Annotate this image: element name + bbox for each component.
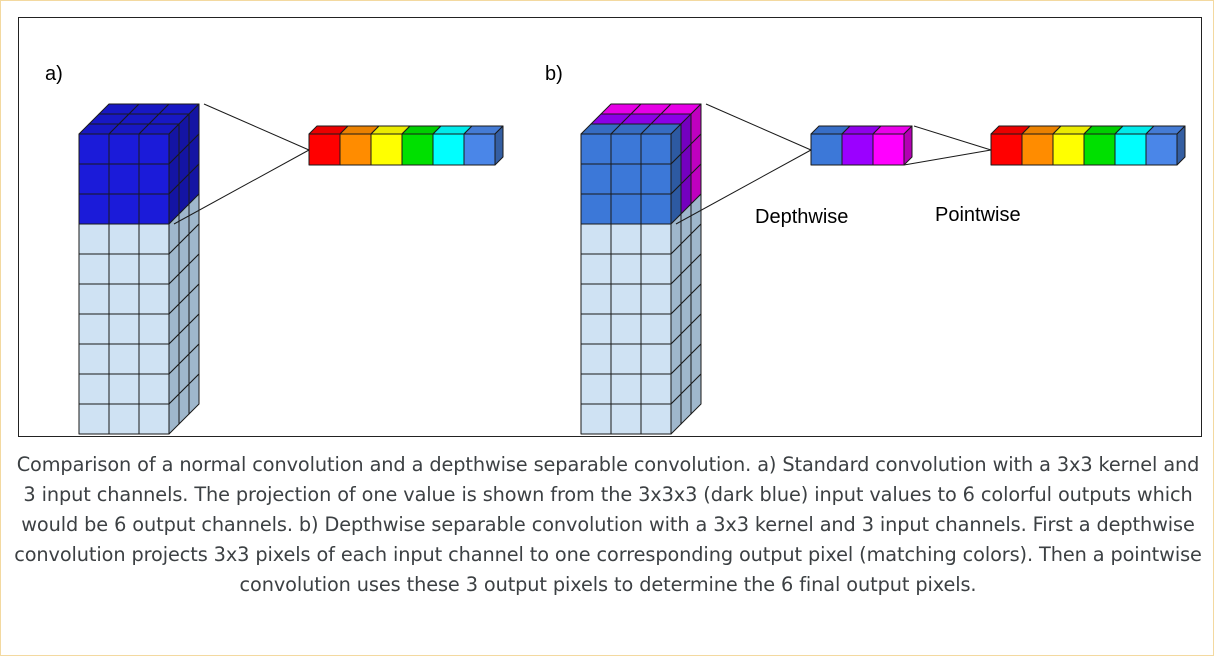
projection-line-b-top	[705, 103, 812, 151]
input-volume-b-cell-front	[610, 133, 642, 165]
input-volume-a-cell-front	[108, 193, 140, 225]
input-volume-a-cell-front	[138, 253, 170, 285]
input-volume-b-cell-front	[640, 163, 672, 195]
input-volume-b-cell-front	[610, 163, 642, 195]
input-volume-a-cell-front	[108, 133, 140, 165]
input-volume-a	[78, 103, 200, 435]
depthwise-label: Depthwise	[755, 206, 848, 228]
input-volume-b-cell-front	[580, 283, 612, 315]
input-volume-a-cell-front	[108, 253, 140, 285]
figure-caption: Comparison of a normal convolution and a…	[14, 453, 1202, 596]
panel-depthwise-separable-convolution: b) Depthwise Pointwise	[545, 63, 1186, 435]
input-volume-b-cell-front	[610, 343, 642, 375]
input-volume-b-cell-front	[580, 133, 612, 165]
input-volume-b-cell-front	[610, 253, 642, 285]
input-volume-b-cell-front	[640, 133, 672, 165]
input-volume-a-cell-front	[78, 313, 110, 345]
input-volume-b-cell-front	[580, 403, 612, 435]
output-cubes-a	[308, 125, 504, 166]
output-cubes-b	[990, 125, 1186, 166]
input-volume-b-cell-front	[640, 373, 672, 405]
input-volume-b-cell-front	[640, 223, 672, 255]
pointwise-line-top	[913, 125, 992, 151]
output-cubes-a-cube-2-front	[370, 133, 403, 166]
input-volume-a-cell-front	[138, 223, 170, 255]
output-cubes-a-cube-3-front	[401, 133, 434, 166]
input-volume-a-cell-front	[138, 373, 170, 405]
output-cubes-b-cube-4-front	[1114, 133, 1147, 166]
input-volume-b-cell-front	[580, 163, 612, 195]
input-volume-b-cell-front	[580, 343, 612, 375]
projection-line-a-top	[203, 103, 310, 151]
output-cubes-b-cube-2-front	[1052, 133, 1085, 166]
input-volume-a-cell-front	[78, 253, 110, 285]
output-cubes-b-cube-5-front	[1145, 133, 1178, 166]
input-volume-b-cell-front	[610, 373, 642, 405]
output-cubes-a-cube-1-front	[339, 133, 372, 166]
panel-b-label: b)	[545, 63, 563, 85]
input-volume-a-cell-front	[138, 343, 170, 375]
input-volume-a-cell-front	[78, 163, 110, 195]
input-volume-b-cell-front	[640, 193, 672, 225]
projection-line-a-bottom	[173, 149, 310, 225]
input-volume-a-cell-front	[78, 223, 110, 255]
input-volume-b-cell-front	[640, 403, 672, 435]
input-volume-b-cell-front	[580, 223, 612, 255]
output-cubes-a-cube-4-front	[432, 133, 465, 166]
input-volume-b-cell-front	[580, 253, 612, 285]
input-volume-a-cell-front	[108, 343, 140, 375]
input-volume-a-cell-front	[108, 373, 140, 405]
input-volume-b	[580, 103, 702, 435]
input-volume-a-cell-front	[78, 283, 110, 315]
output-cubes-b-cube-1-front	[1021, 133, 1054, 166]
input-volume-a-cell-front	[138, 403, 170, 435]
depthwise-cubes-cube-2-front	[872, 133, 905, 166]
input-volume-b-cell-front	[640, 283, 672, 315]
output-cubes-a-cube-5-front	[463, 133, 496, 166]
depthwise-cubes	[810, 125, 913, 166]
input-volume-a-cell-front	[138, 133, 170, 165]
input-volume-b-cell-front	[640, 343, 672, 375]
pointwise-label: Pointwise	[935, 204, 1021, 226]
input-volume-a-cell-front	[78, 343, 110, 375]
output-cubes-b-cube-3-front	[1083, 133, 1116, 166]
projection-line-b-bottom	[675, 149, 812, 225]
input-volume-a-cell-front	[138, 313, 170, 345]
input-volume-a-cell-front	[78, 133, 110, 165]
input-volume-b-cell-front	[580, 373, 612, 405]
input-volume-b-cell-front	[580, 193, 612, 225]
depthwise-cubes-cube-1-front	[841, 133, 874, 166]
input-volume-b-cell-front	[610, 193, 642, 225]
pointwise-line-bottom	[903, 149, 992, 166]
input-volume-b-cell-front	[610, 313, 642, 345]
panel-standard-convolution: a)	[45, 63, 504, 435]
output-cubes-a-cube-0-front	[308, 133, 341, 166]
input-volume-a-cell-front	[78, 403, 110, 435]
input-volume-a-cell-front	[78, 373, 110, 405]
diagram-box: a) b) Depthwise Pointwise	[18, 17, 1202, 437]
input-volume-a-cell-front	[108, 313, 140, 345]
input-volume-b-cell-front	[610, 223, 642, 255]
input-volume-a-cell-front	[138, 193, 170, 225]
input-volume-b-cell-front	[610, 283, 642, 315]
input-volume-a-cell-front	[108, 223, 140, 255]
input-volume-b-cell-front	[640, 253, 672, 285]
input-volume-a-cell-front	[138, 283, 170, 315]
input-volume-b-cell-front	[610, 403, 642, 435]
input-volume-a-cell-front	[108, 283, 140, 315]
input-volume-b-cell-front	[580, 313, 612, 345]
depthwise-cubes-cube-0-front	[810, 133, 843, 166]
input-volume-a-cell-front	[138, 163, 170, 195]
input-volume-a-cell-front	[78, 193, 110, 225]
output-cubes-b-cube-0-front	[990, 133, 1023, 166]
convolution-diagram: a) b) Depthwise Pointwise	[45, 63, 1186, 435]
input-volume-a-cell-front	[108, 163, 140, 195]
panel-a-label: a)	[45, 63, 63, 85]
input-volume-b-cell-front	[640, 313, 672, 345]
input-volume-a-cell-front	[108, 403, 140, 435]
